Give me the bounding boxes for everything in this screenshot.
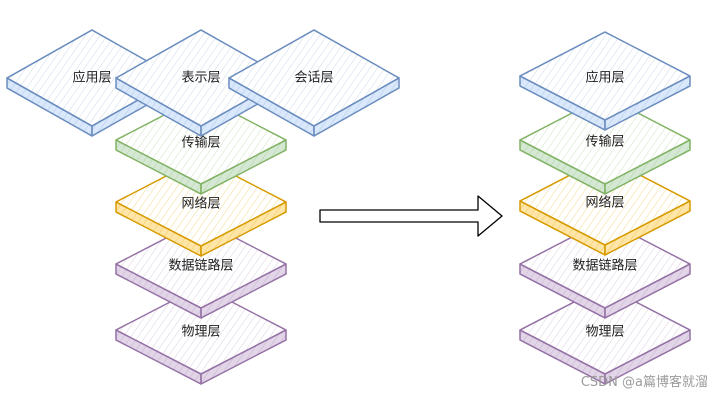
right-layer-network: 网络层	[519, 156, 691, 256]
left-layer-network: 网络层	[115, 157, 287, 257]
layer-label: 数据链路层	[572, 258, 637, 274]
layer-slab-shape	[115, 219, 287, 319]
right-layer-application: 应用层	[519, 31, 691, 131]
slab-right-hatch	[200, 263, 287, 319]
layer-label: 传输层	[585, 134, 624, 150]
watermark-text: CSDN @a篇博客就溜	[581, 374, 708, 390]
layer-label: 物理层	[181, 325, 220, 340]
layer-slab-shape	[6, 29, 178, 137]
right-layer-data-link: 数据链路层	[519, 219, 691, 319]
left-layer-session: 会话层	[228, 29, 400, 137]
right-layer-physical: 物理层	[519, 285, 691, 385]
layer-slab-shape	[115, 157, 287, 257]
layer-label: 物理层	[585, 325, 624, 340]
layer-label: 应用层	[585, 70, 624, 86]
layer-slab-shape	[519, 285, 691, 385]
slab-right-hatch	[604, 139, 691, 195]
left-layer-transport: 传输层	[115, 95, 287, 195]
left-layer-physical: 物理层	[115, 285, 287, 385]
left-layer-application: 应用层	[6, 29, 178, 137]
layer-label: 应用层	[72, 70, 111, 86]
slab-right-hatch	[604, 200, 691, 256]
slab-right-hatch	[604, 329, 691, 385]
slab-right-hatch	[200, 201, 287, 257]
slab-right-hatch	[604, 75, 691, 131]
slab-right-hatch	[313, 77, 400, 137]
layer-slab-shape	[519, 31, 691, 131]
left-layer-data-link: 数据链路层	[115, 219, 287, 319]
layer-label: 数据链路层	[168, 258, 233, 274]
layer-label: 会话层	[294, 71, 333, 86]
slab-right-hatch	[200, 139, 287, 195]
layer-slab-shape	[228, 29, 400, 137]
layer-slab-shape	[519, 219, 691, 319]
transform-arrow	[319, 195, 503, 237]
layer-label: 网络层	[585, 195, 624, 211]
slab-right-hatch	[604, 263, 691, 319]
layer-slab-shape	[115, 285, 287, 385]
layer-slab-shape	[115, 95, 287, 195]
layer-slab-shape	[519, 156, 691, 256]
layer-label: 网络层	[181, 196, 220, 212]
right-layer-transport: 传输层	[519, 95, 691, 195]
layer-label: 表示层	[181, 71, 220, 86]
layer-slab-shape	[519, 95, 691, 195]
slab-right-hatch	[200, 329, 287, 385]
layer-label: 传输层	[181, 135, 220, 151]
